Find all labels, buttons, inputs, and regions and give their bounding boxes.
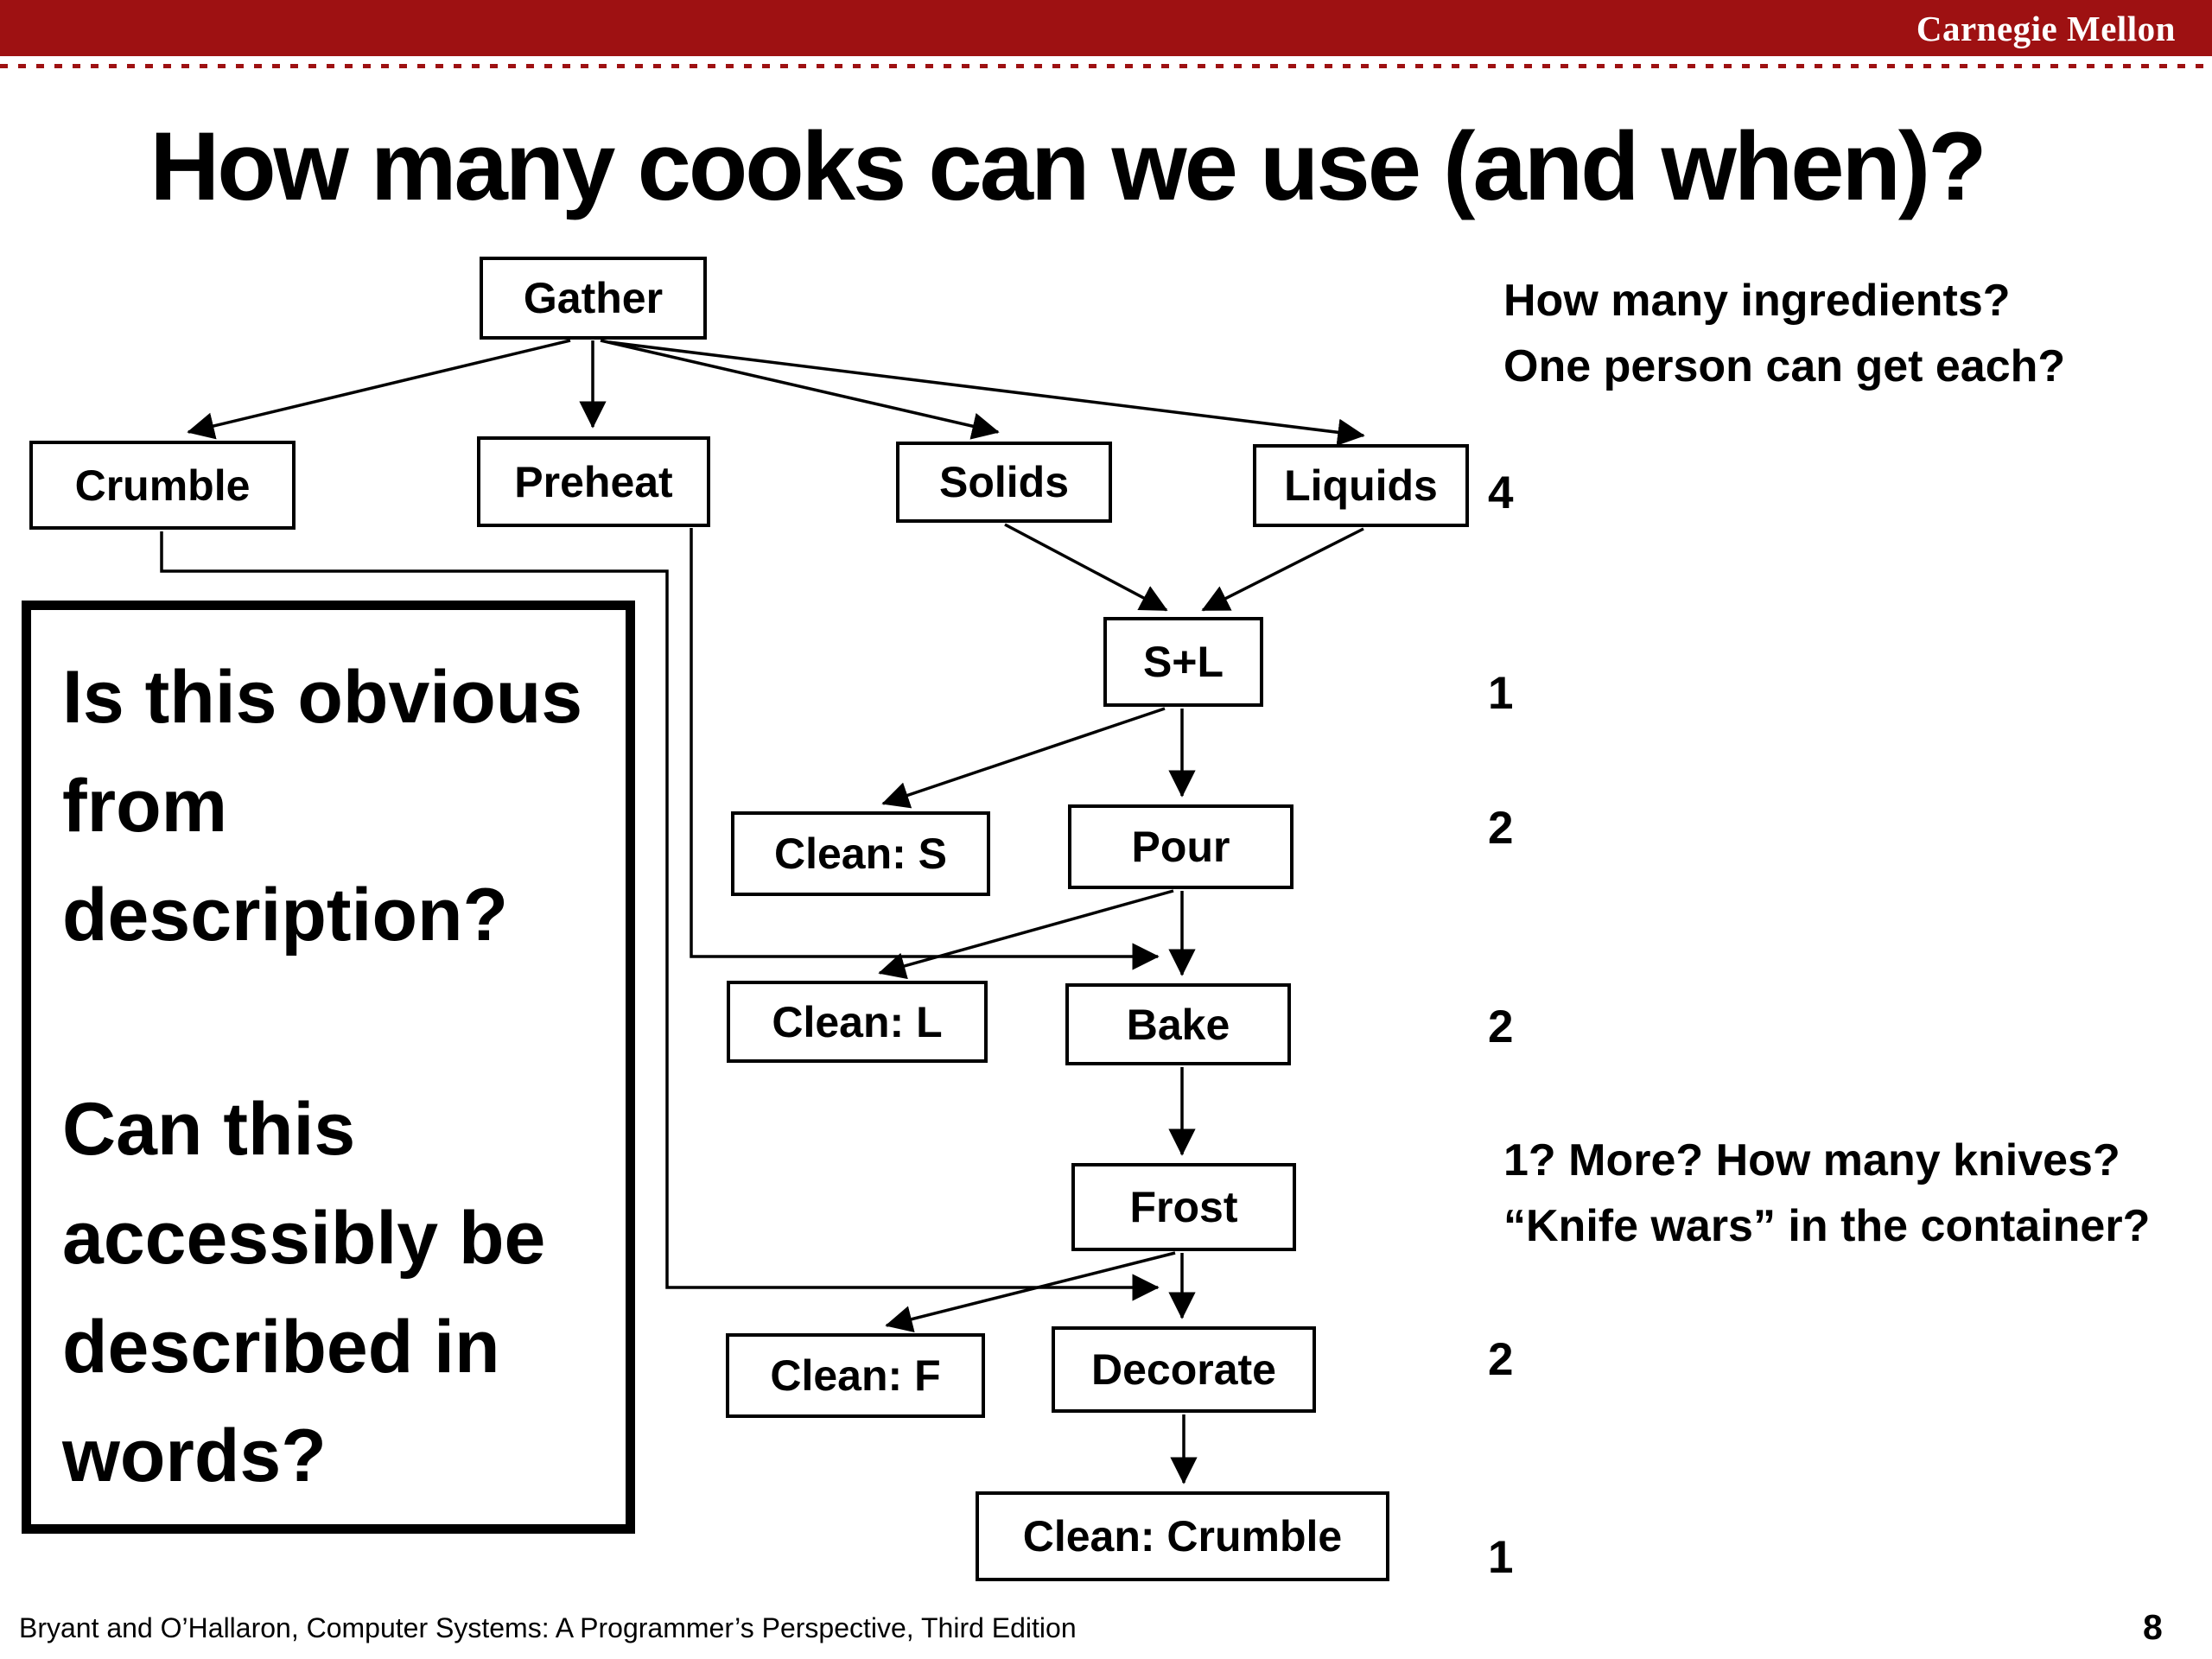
callout-line: Can this <box>62 1088 356 1171</box>
count-bake-row: 2 <box>1488 1001 1514 1052</box>
node-liquids: Liquids <box>1253 444 1469 527</box>
annotation-ingredients-line2: One person can get each? <box>1503 341 2066 391</box>
node-crumble: Crumble <box>29 441 296 530</box>
brand-logo-text: Carnegie Mellon <box>1916 8 2176 48</box>
node-clean-crumble: Clean: Crumble <box>976 1491 1389 1581</box>
edge-crumble-decorate <box>160 531 1160 1301</box>
count-liquids-row: 4 <box>1488 467 1514 518</box>
callout-paragraph-1: Is this obvious from description? <box>62 643 626 969</box>
banner-divider <box>0 64 2212 68</box>
annotation-knives-line2: “Knife wars” in the container? <box>1503 1201 2151 1251</box>
callout-paragraph-2: Can this accessibly be described in word… <box>62 1075 626 1510</box>
callout-line: described in <box>62 1306 500 1389</box>
edge-frost-clean-f <box>885 1251 1176 1333</box>
annotation-ingredients: How many ingredients? One person can get… <box>1503 268 2065 399</box>
count-pour-row: 2 <box>1488 803 1514 854</box>
edge-gather-solids <box>600 339 1000 440</box>
edge-sl-clean-s <box>881 707 1166 809</box>
node-preheat: Preheat <box>477 436 710 527</box>
node-clean-f: Clean: F <box>726 1333 985 1418</box>
page-number: 8 <box>2143 1607 2163 1647</box>
node-decorate: Decorate <box>1052 1326 1316 1413</box>
annotation-knives: 1? More? How many knives? “Knife wars” i… <box>1503 1128 2150 1259</box>
node-pour: Pour <box>1068 804 1294 889</box>
banner: Carnegie Mellon <box>0 0 2212 56</box>
edge-preheat-bake <box>690 528 1160 970</box>
node-gather: Gather <box>480 257 707 340</box>
count-clean-crumble-row: 1 <box>1488 1532 1514 1583</box>
node-bake: Bake <box>1065 983 1291 1065</box>
node-solids: Solids <box>896 442 1112 523</box>
node-frost: Frost <box>1071 1163 1296 1251</box>
callout-box: Is this obvious from description? Can th… <box>22 601 635 1534</box>
count-sl-row: 1 <box>1488 668 1514 719</box>
edge-solids-sl <box>1004 523 1168 612</box>
annotation-knives-line1: 1? More? How many knives? <box>1503 1135 2120 1185</box>
edge-gather-crumble <box>187 339 571 440</box>
callout-line: words? <box>62 1414 327 1497</box>
node-clean-s: Clean: S <box>731 811 990 896</box>
callout-line: from <box>62 765 228 848</box>
callout-line: Is this obvious <box>62 656 583 739</box>
edge-pour-clean-l <box>878 889 1174 980</box>
node-s-plus-l: S+L <box>1103 617 1263 707</box>
page-title: How many cooks can we use (and when)? <box>149 112 1986 220</box>
node-clean-l: Clean: L <box>727 981 988 1063</box>
annotation-ingredients-line1: How many ingredients? <box>1503 276 2011 326</box>
footer-citation: Bryant and O’Hallaron, Computer Systems:… <box>19 1612 1077 1643</box>
count-decorate-row: 2 <box>1488 1334 1514 1385</box>
edge-gather-liquids <box>608 340 1365 446</box>
callout-line: description? <box>62 874 509 957</box>
callout-line: accessibly be <box>62 1197 546 1280</box>
edge-liquids-sl <box>1201 527 1364 612</box>
